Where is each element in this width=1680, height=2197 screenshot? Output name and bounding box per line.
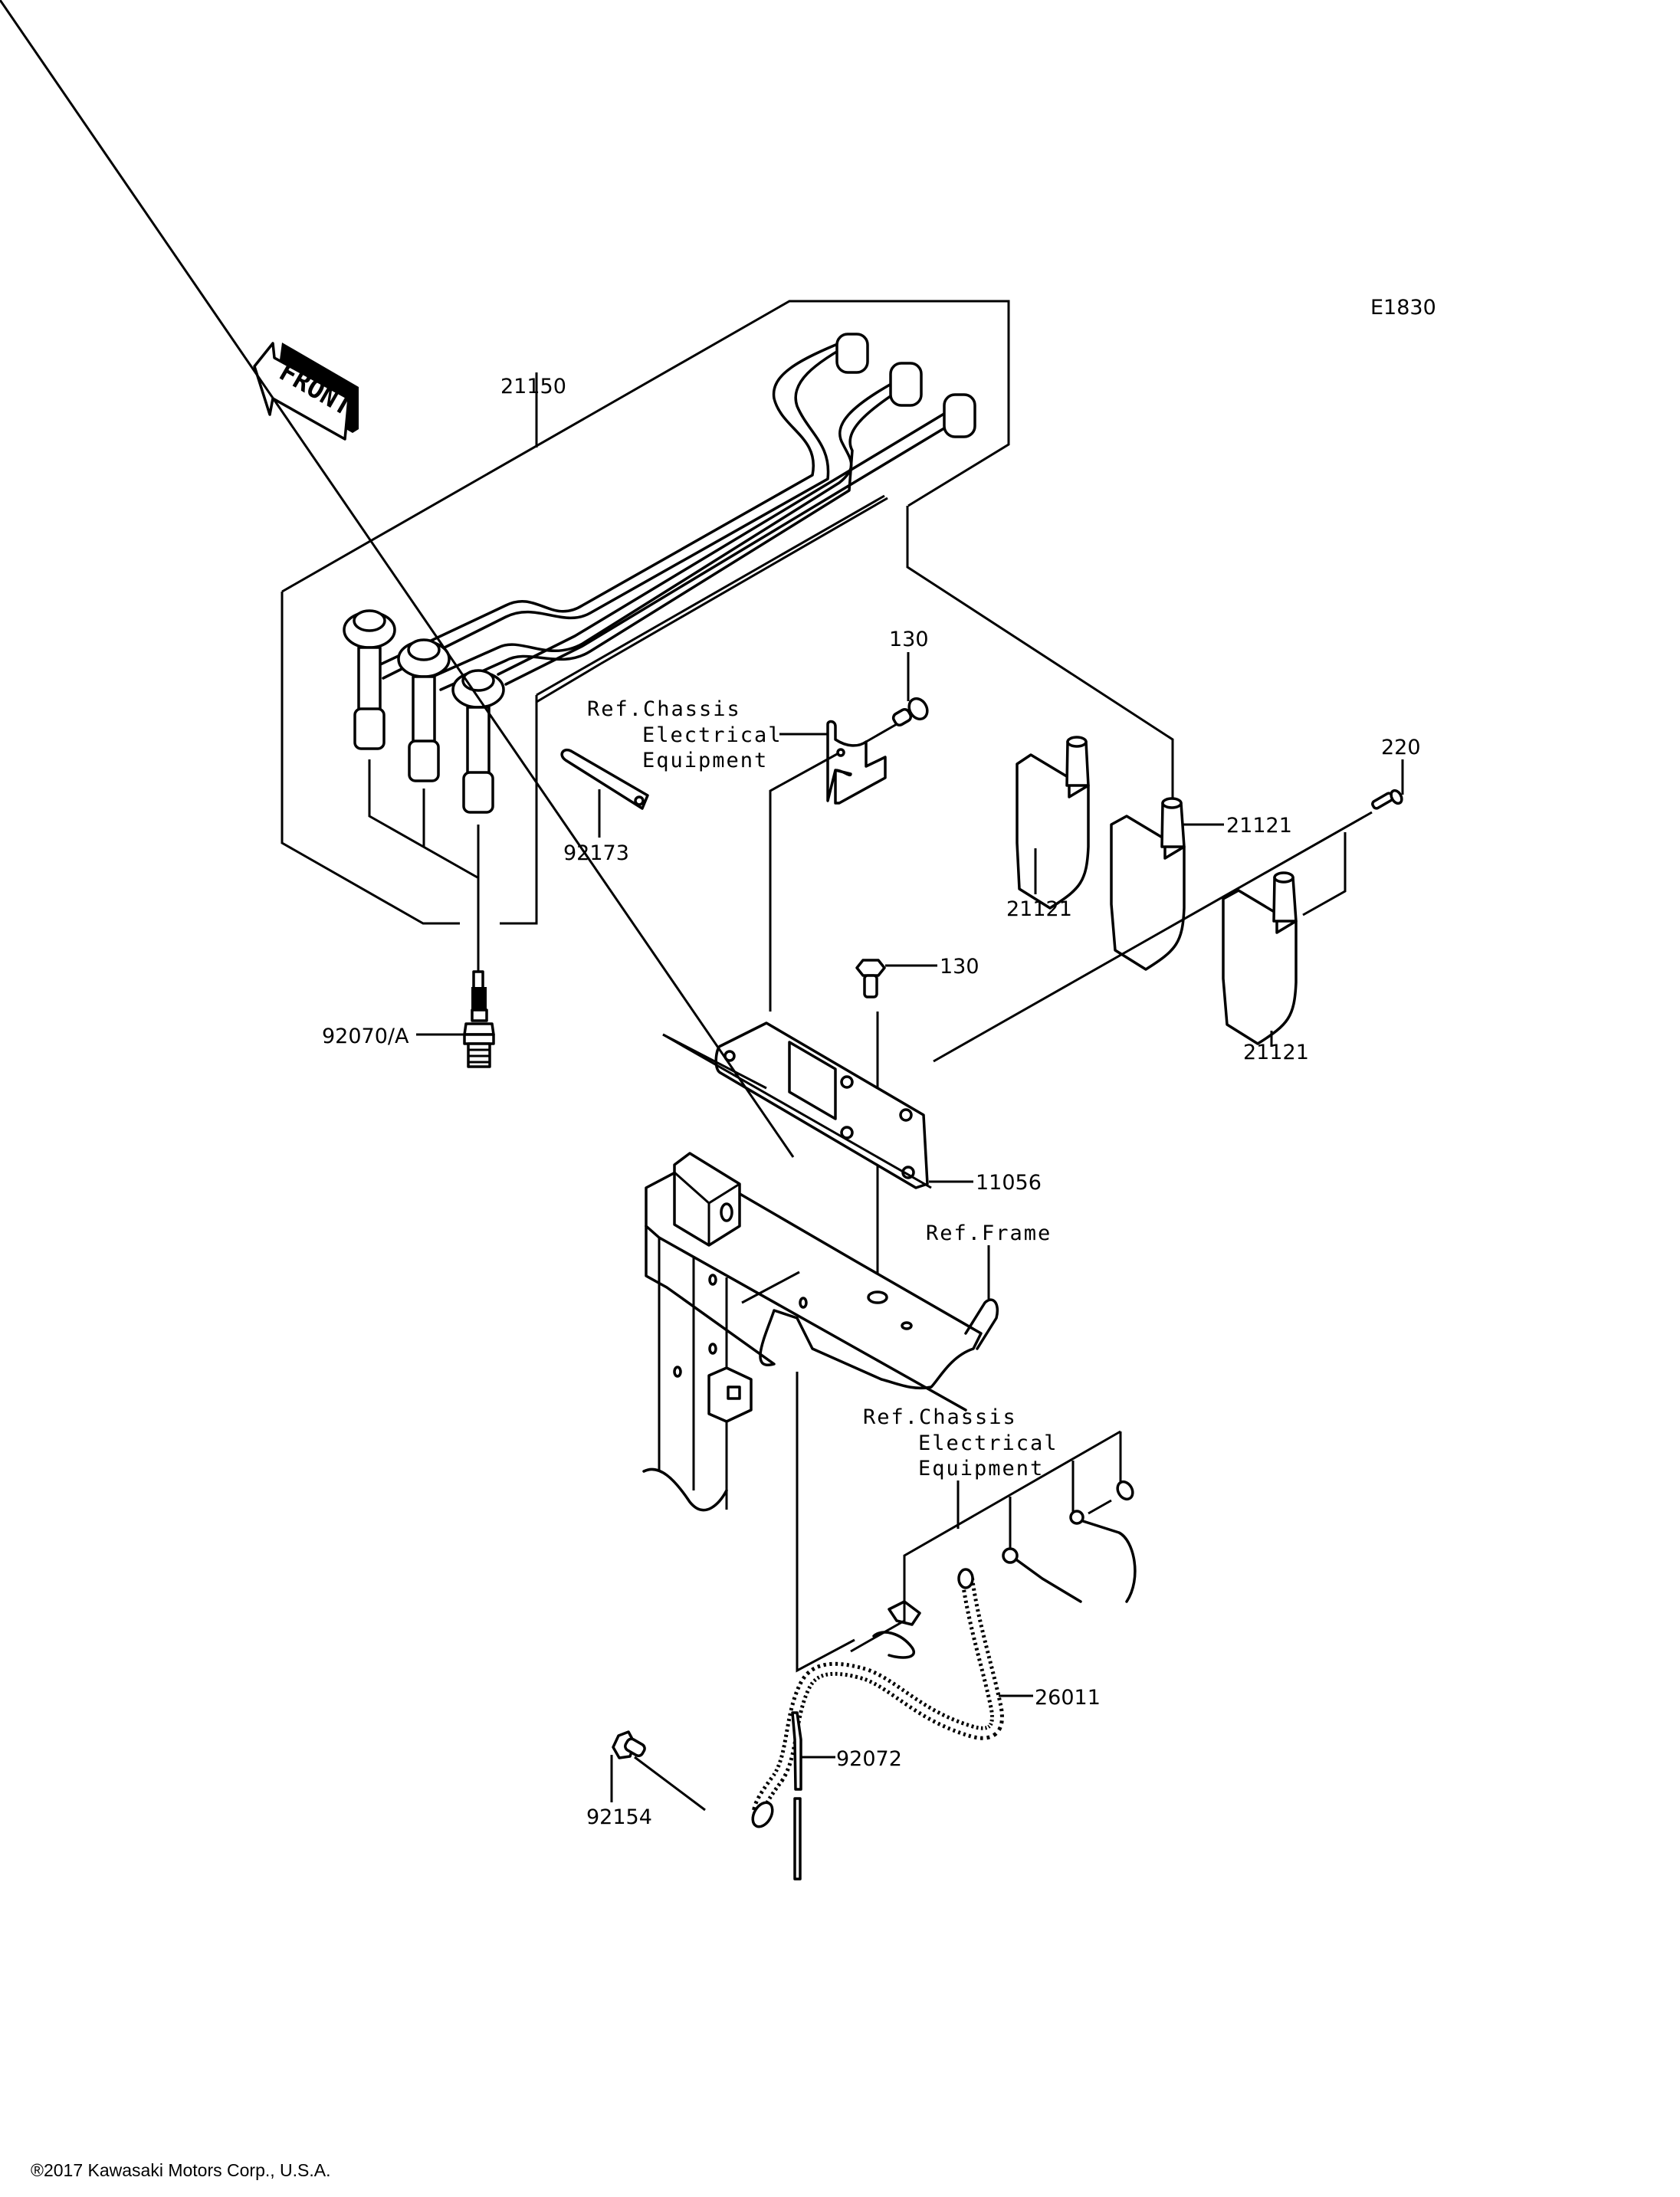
callout-220: 220 (1381, 736, 1421, 759)
frame-structure (0, 0, 999, 1512)
ref-chassis-lower-line3: Equipment (918, 1457, 1044, 1481)
cable-tie-icon (791, 1711, 802, 1881)
callout-26011: 26011 (1035, 1686, 1101, 1710)
ref-frame: Ref.Frame (926, 1221, 1052, 1245)
chassis-bracket-upper (826, 720, 887, 805)
long-bolt-icon (933, 789, 1403, 1063)
callout-92154: 92154 (586, 1805, 652, 1829)
cable-set-frame (281, 300, 1010, 925)
callout-21121-right: 21121 (1243, 1041, 1309, 1064)
ref-chassis-lower-line2: Electrical (918, 1431, 1058, 1455)
clamp-band-icon (560, 749, 649, 810)
bolt-icon (865, 697, 929, 743)
bolt-92154-icon (612, 1730, 706, 1812)
ref-chassis-upper-line2: Electrical (642, 723, 783, 747)
ignition-coil-left (1016, 736, 1090, 910)
chassis-lower-leaders (850, 1430, 1137, 1659)
cable-to-coil-leader (906, 506, 1174, 803)
spark-plug-icon (463, 970, 495, 1068)
front-arrow-icon: FRONT (253, 342, 359, 441)
bracket-center-line (769, 752, 839, 1012)
callout-21121-middle: 21121 (1226, 814, 1292, 838)
coil-bracket (714, 1021, 929, 1189)
frame-ground-leader (796, 1372, 855, 1673)
bracket-edge-line (662, 1033, 932, 1189)
diagram-id: E1830 (1370, 296, 1436, 320)
callout-130-lower: 130 (940, 955, 979, 979)
callout-92173: 92173 (563, 841, 629, 865)
callout-21150: 21150 (500, 375, 566, 398)
callout-92070A: 92070/A (322, 1025, 409, 1048)
ignition-coil-middle (1110, 797, 1186, 971)
plug-cap-leaders (368, 759, 480, 973)
bolt-220-bracket-line (1302, 832, 1347, 917)
callout-130-upper: 130 (889, 628, 929, 651)
copyright-notice: ®2017 Kawasaki Motors Corp., U.S.A. (31, 2160, 331, 2180)
spark-plug-cables (343, 333, 976, 814)
ref-chassis-upper-line3: Equipment (642, 749, 768, 772)
ground-lead-icon (751, 1568, 1004, 1828)
callout-21121-left: 21121 (1006, 897, 1072, 921)
callout-92072: 92072 (836, 1747, 902, 1771)
ignition-coil-right (1222, 871, 1298, 1045)
ref-chassis-lower-line1: Ref.Chassis (863, 1405, 1017, 1429)
callout-11056: 11056 (976, 1171, 1042, 1195)
bolt-icon-lower (855, 959, 886, 998)
ref-chassis-upper-line1: Ref.Chassis (587, 697, 741, 721)
